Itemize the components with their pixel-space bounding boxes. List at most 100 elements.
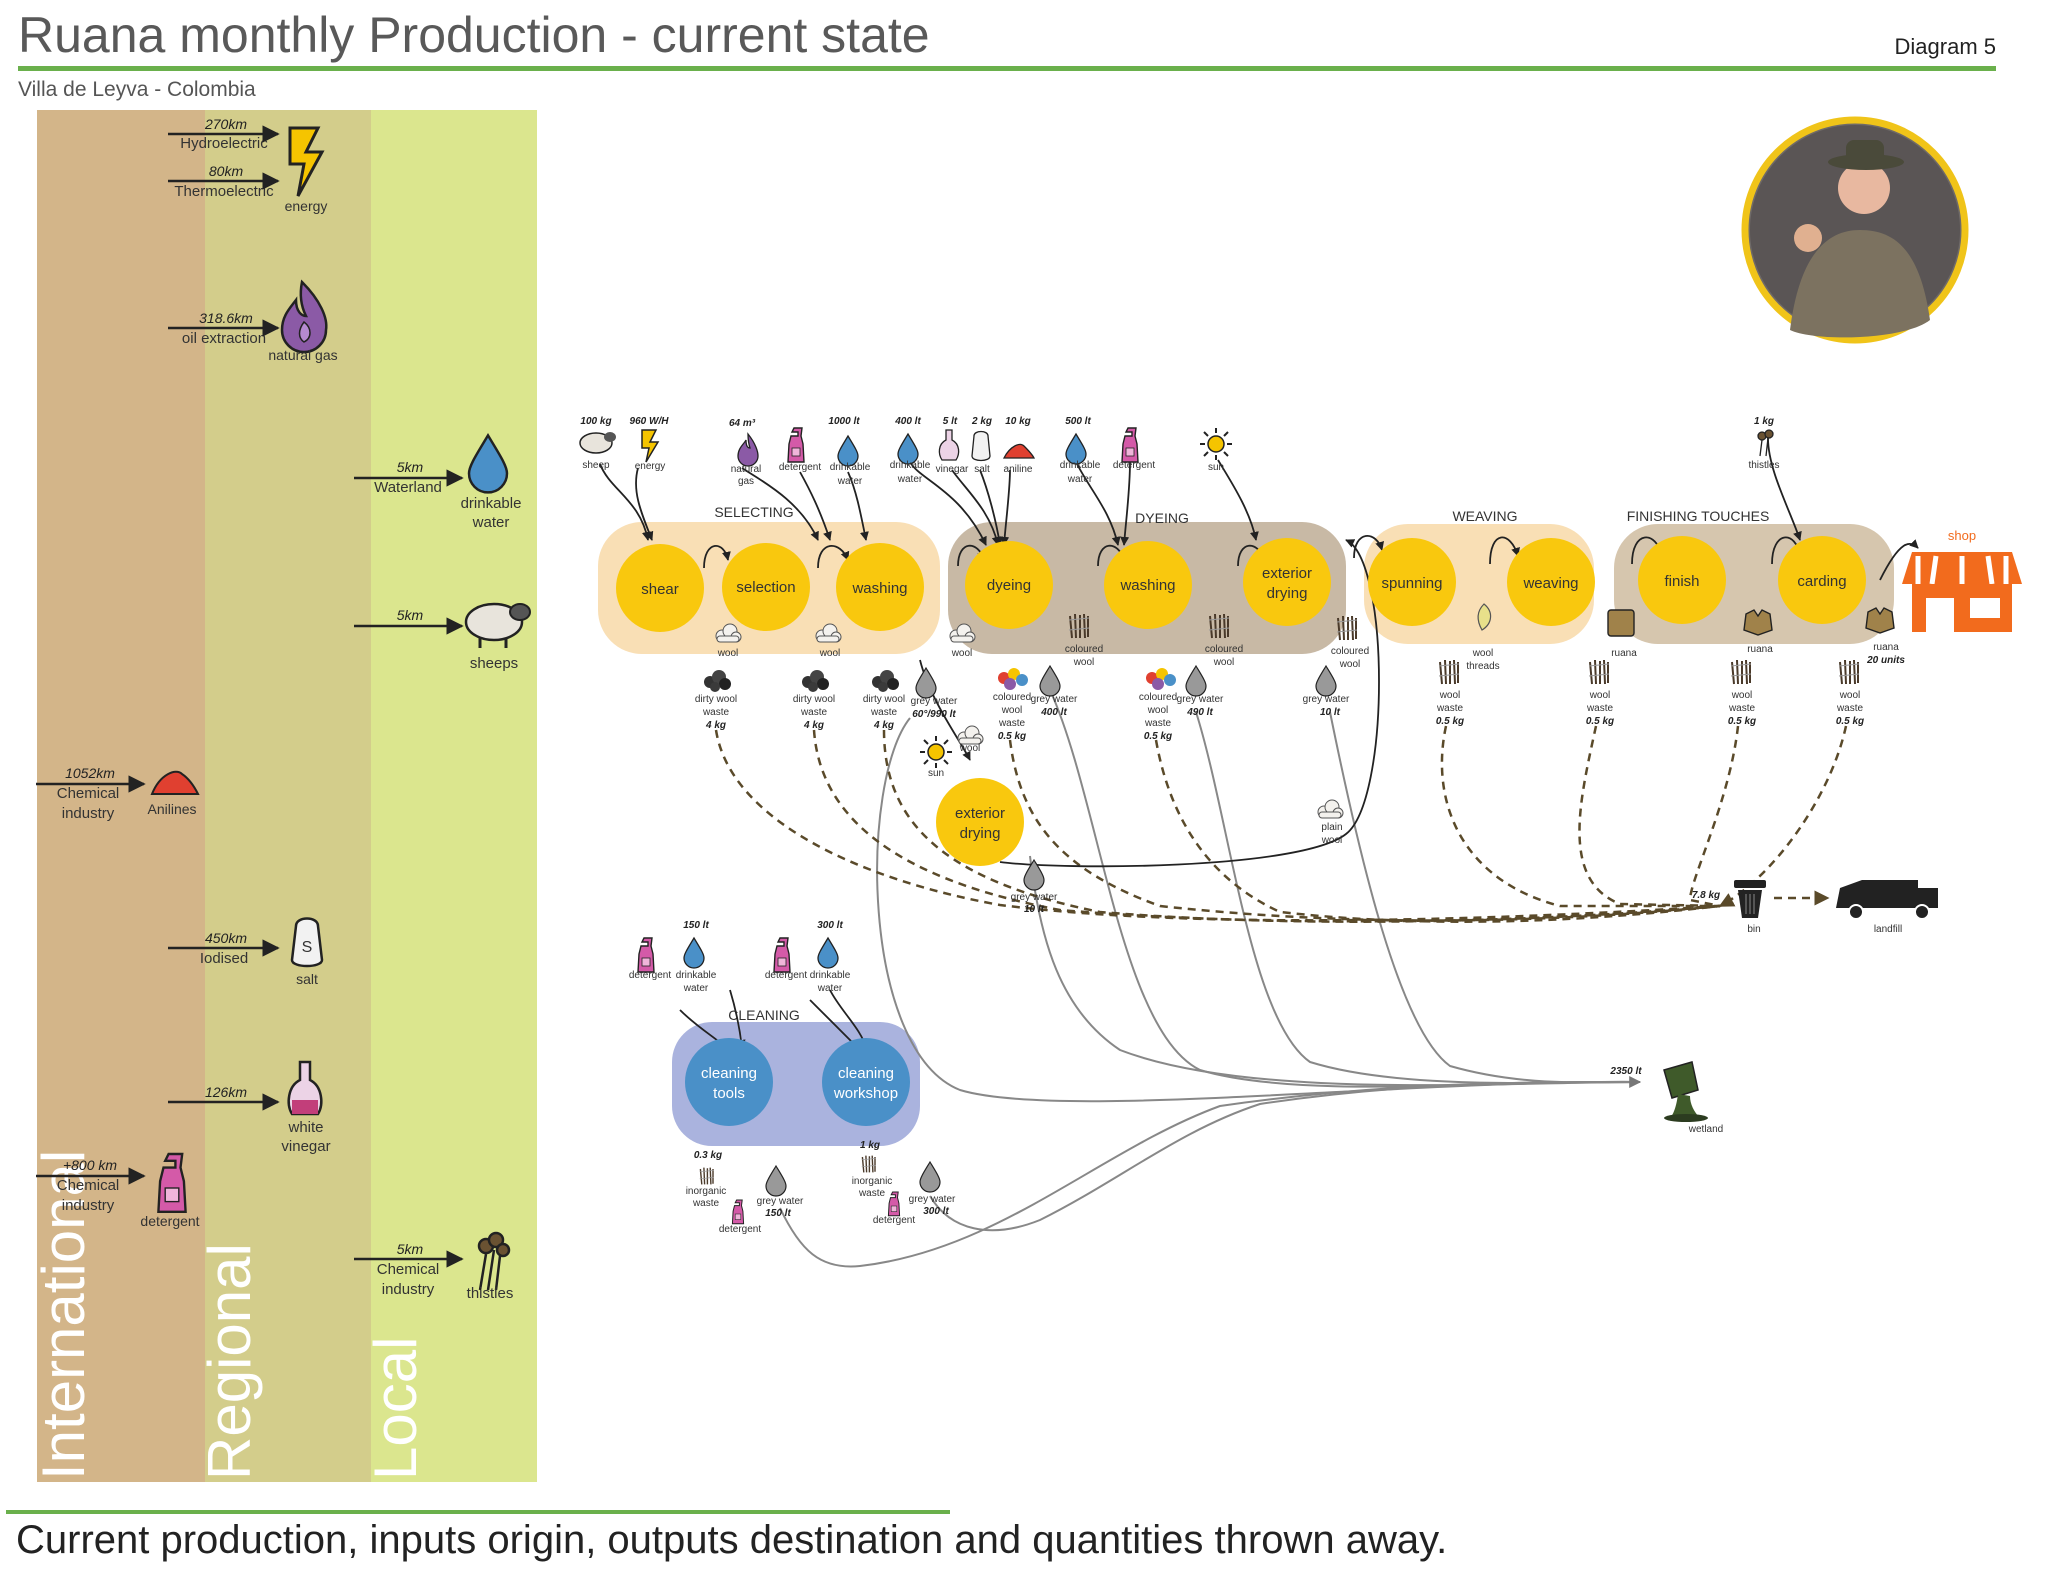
svg-text:100 kg: 100 kg bbox=[580, 416, 611, 427]
thistle-icon bbox=[1757, 429, 1774, 457]
svg-text:spunning: spunning bbox=[1382, 575, 1443, 592]
svg-text:Anilines: Anilines bbox=[147, 801, 196, 817]
source-anilines: 1052km Chemical industry Anilines bbox=[36, 765, 200, 822]
bin-icon bbox=[1734, 880, 1766, 918]
svg-text:gas: gas bbox=[738, 476, 754, 487]
source-detergent: +800 km Chemical industry detergent bbox=[36, 1152, 200, 1229]
thistle-icon bbox=[477, 1231, 511, 1291]
inputs-row: 100 kg sheep 960 W/H energy 64 m³ natura… bbox=[579, 416, 1780, 994]
svg-text:weaving: weaving bbox=[1522, 575, 1578, 592]
inorganic-waste-icon bbox=[861, 1154, 877, 1174]
svg-text:0.5 kg: 0.5 kg bbox=[1728, 716, 1756, 727]
sun-icon bbox=[1199, 427, 1233, 461]
grey-water-flows bbox=[779, 689, 1642, 1268]
svg-text:sun: sun bbox=[1208, 462, 1224, 473]
process-spunning bbox=[1368, 538, 1456, 626]
svg-text:ruana: ruana bbox=[1611, 648, 1637, 659]
svg-text:150 lt: 150 lt bbox=[683, 920, 709, 931]
svg-text:Waterland: Waterland bbox=[374, 479, 442, 496]
process-exterior-drying-2 bbox=[936, 778, 1024, 866]
svg-text:waste: waste bbox=[1144, 718, 1172, 729]
svg-text:coloured: coloured bbox=[1065, 644, 1103, 655]
ruana-roll-icon bbox=[1607, 609, 1635, 637]
svg-text:threads: threads bbox=[1466, 661, 1499, 672]
svg-text:0.5 kg: 0.5 kg bbox=[1836, 716, 1864, 727]
svg-text:detergent: detergent bbox=[779, 462, 821, 473]
svg-text:drinkable: drinkable bbox=[1060, 460, 1101, 471]
svg-text:960 W/H: 960 W/H bbox=[630, 416, 670, 427]
process-washing-2 bbox=[1104, 541, 1192, 629]
svg-text:10 kg: 10 kg bbox=[1005, 416, 1031, 427]
caption-underline bbox=[6, 1510, 950, 1514]
svg-text:1052km: 1052km bbox=[65, 765, 115, 781]
svg-text:water: water bbox=[683, 983, 709, 994]
svg-text:tools: tools bbox=[713, 1085, 745, 1102]
svg-text:drinkable: drinkable bbox=[830, 462, 871, 473]
svg-text:waste: waste bbox=[1728, 703, 1756, 714]
svg-text:wool: wool bbox=[1147, 705, 1169, 716]
svg-text:washing: washing bbox=[1119, 577, 1175, 594]
svg-text:sheep: sheep bbox=[582, 460, 610, 471]
process-shear bbox=[616, 544, 704, 632]
source-drinkable-water: 5km Waterland drinkable water bbox=[354, 434, 521, 531]
process-finish bbox=[1638, 536, 1726, 624]
svg-text:natural: natural bbox=[731, 464, 762, 475]
flame-icon bbox=[737, 432, 759, 467]
svg-text:detergent: detergent bbox=[629, 970, 671, 981]
svg-text:aniline: aniline bbox=[1004, 464, 1033, 475]
page-title: Ruana monthly Production - current state bbox=[18, 7, 930, 63]
international-band bbox=[37, 110, 205, 1482]
svg-text:drinkable: drinkable bbox=[676, 970, 717, 981]
svg-text:4 kg: 4 kg bbox=[803, 720, 824, 731]
svg-text:450km: 450km bbox=[205, 930, 247, 946]
svg-text:1 kg: 1 kg bbox=[1754, 416, 1774, 427]
svg-text:drinkable: drinkable bbox=[810, 970, 851, 981]
stage-title-finishing: FINISHING TOUCHES bbox=[1627, 508, 1770, 524]
svg-text:grey water: grey water bbox=[911, 696, 958, 707]
svg-text:4 kg: 4 kg bbox=[705, 720, 726, 731]
svg-text:4 kg: 4 kg bbox=[873, 720, 894, 731]
svg-text:Iodised: Iodised bbox=[200, 950, 248, 967]
svg-text:industry: industry bbox=[62, 1197, 115, 1214]
svg-text:drinkable: drinkable bbox=[890, 460, 931, 471]
svg-text:10 lt: 10 lt bbox=[1320, 707, 1341, 718]
svg-text:detergent: detergent bbox=[765, 970, 807, 981]
grey-water-icon bbox=[765, 1165, 787, 1197]
svg-text:wool: wool bbox=[1073, 657, 1095, 668]
salt-shaker-icon bbox=[971, 430, 991, 462]
svg-text:water: water bbox=[897, 474, 923, 485]
svg-text:drying: drying bbox=[960, 825, 1001, 842]
source-vinegar: 126km white vinegar bbox=[168, 1060, 331, 1155]
salt-shaker-icon: S bbox=[290, 917, 324, 968]
svg-text:wool: wool bbox=[959, 743, 981, 754]
svg-text:waste: waste bbox=[858, 1188, 886, 1199]
svg-text:coloured: coloured bbox=[993, 692, 1031, 703]
stage-title-selecting: SELECTING bbox=[714, 504, 793, 520]
svg-text:wool: wool bbox=[717, 648, 739, 659]
svg-text:Chemical: Chemical bbox=[377, 1261, 440, 1278]
svg-text:detergent: detergent bbox=[873, 1215, 915, 1226]
svg-text:S: S bbox=[302, 939, 313, 956]
stage-title-cleaning: CLEANING bbox=[728, 1007, 800, 1023]
water-drop-icon bbox=[683, 937, 705, 969]
wetland-bucket-icon bbox=[1663, 1061, 1708, 1122]
svg-text:thistles: thistles bbox=[467, 1285, 514, 1302]
svg-text:coloured: coloured bbox=[1331, 646, 1369, 657]
svg-text:waste: waste bbox=[1836, 703, 1864, 714]
svg-text:plain: plain bbox=[1321, 822, 1342, 833]
local-label: Local bbox=[362, 1337, 429, 1480]
svg-text:0.5 kg: 0.5 kg bbox=[1144, 731, 1172, 742]
svg-text:detergent: detergent bbox=[719, 1224, 761, 1235]
svg-text:5km: 5km bbox=[397, 459, 424, 475]
svg-text:grey water: grey water bbox=[1011, 892, 1058, 903]
dirty-wool-icon bbox=[872, 670, 899, 692]
svg-text:cleaning: cleaning bbox=[838, 1065, 894, 1082]
dirty-wool-icon bbox=[802, 670, 829, 692]
svg-text:grey water: grey water bbox=[1177, 694, 1224, 705]
svg-text:sun: sun bbox=[928, 768, 944, 779]
svg-text:grey water: grey water bbox=[1031, 694, 1078, 705]
wool-waste-icon bbox=[1438, 659, 1460, 685]
svg-text:Thermoelectric: Thermoelectric bbox=[174, 183, 274, 200]
process-washing bbox=[836, 543, 924, 631]
